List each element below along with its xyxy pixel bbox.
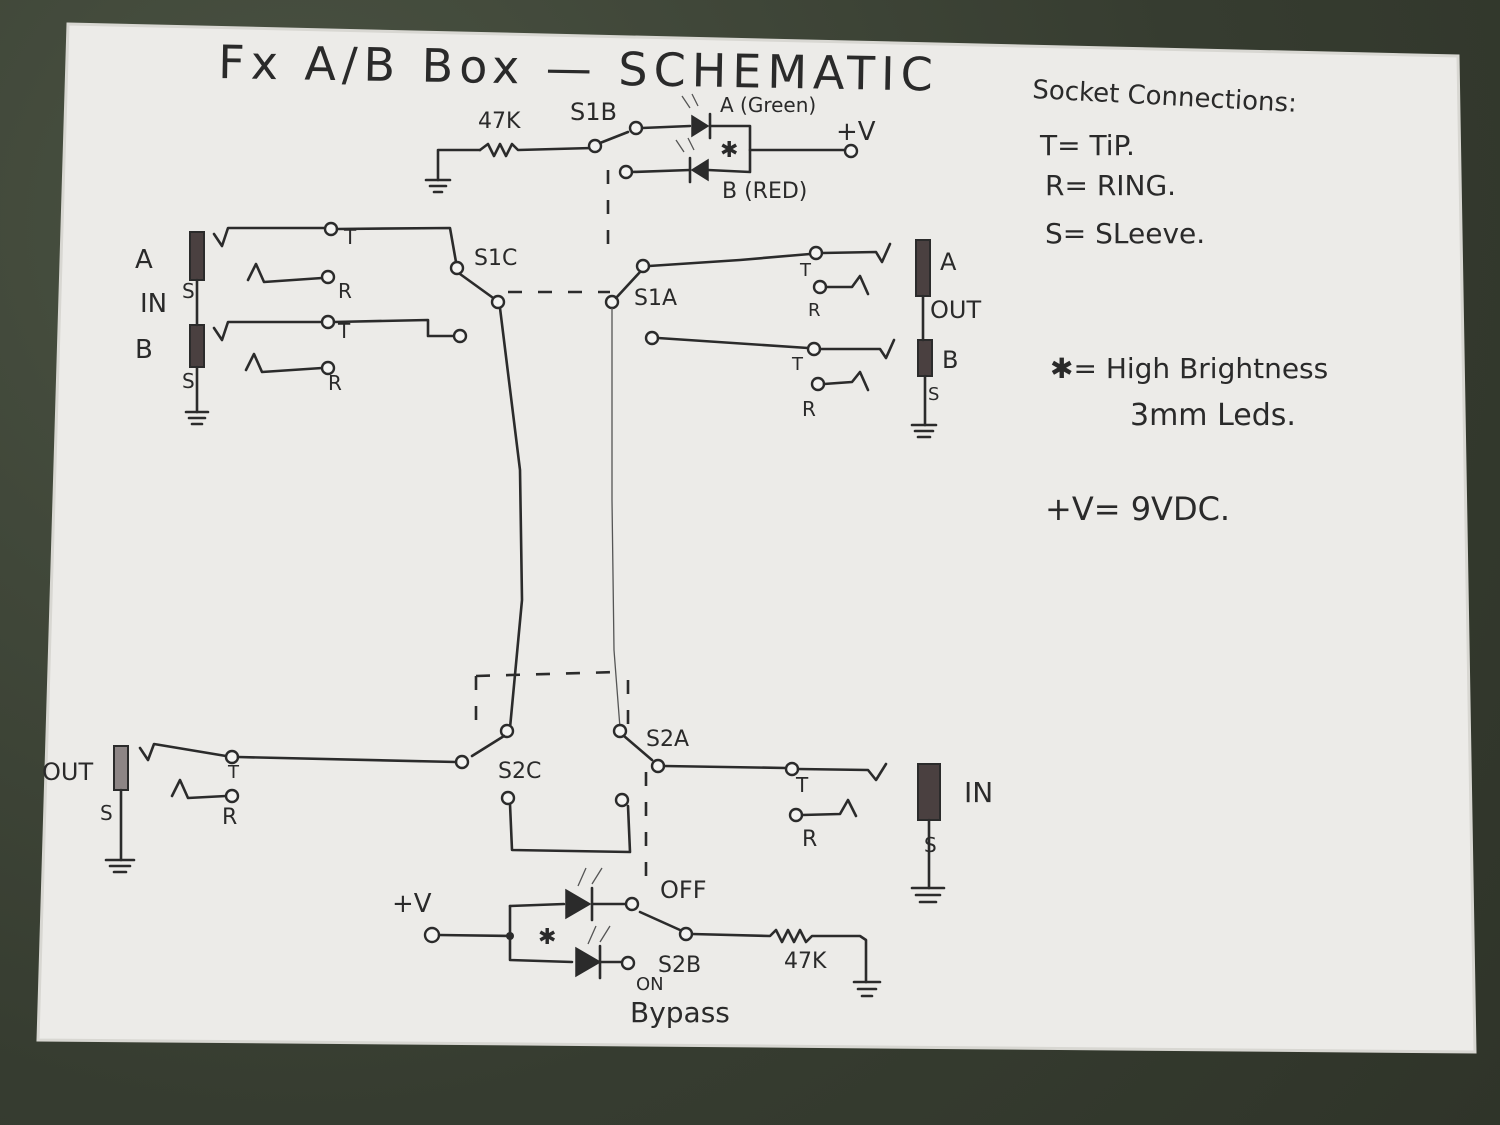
page-title: Fx A/B Box — SCHEMATIC [218, 35, 939, 102]
led-a-label: A (Green) [720, 93, 816, 117]
in-label: IN [140, 289, 167, 319]
resistor-bottom-label: 47K [784, 949, 827, 974]
bypass-in-tip-label: T [795, 773, 809, 797]
jack-bypass-in [917, 763, 941, 821]
resistor-47k-bottom [690, 928, 868, 984]
output-jacks: A OUT B S [910, 239, 981, 439]
switch-s1: S1C S1A T R T R [449, 242, 896, 421]
out-label: OUT [930, 296, 981, 324]
s1a-label: S1A [634, 286, 677, 311]
resistor-47k-top [478, 142, 594, 158]
legend: Socket Connections: T= TiP. R= RING. S= … [1032, 75, 1329, 528]
out-a-tip-label: T [799, 260, 812, 281]
bypass-in-sleeve: S [924, 833, 937, 857]
jack-out-a [915, 239, 931, 297]
legend-ring: R= RING. [1045, 169, 1176, 202]
wire-s1c-s2c [498, 306, 524, 730]
bypass-out-label: OUT [42, 758, 93, 786]
s1c-label: S1C [474, 246, 517, 271]
led-bypass-on [575, 946, 602, 978]
bypass-in-label: IN [964, 776, 993, 809]
out-a-ring-label: R [808, 300, 821, 321]
s1b-led-circuit: 47K S1B ✱ A (Green) B (RED) +V [424, 93, 876, 260]
bypass-out-tip-label: T [227, 762, 240, 783]
s1b-label: S1B [570, 98, 617, 126]
star-marker-top: ✱ [720, 138, 738, 163]
out-sleeve-label: S [928, 384, 939, 405]
bypass-out-jack: OUT S T R [42, 742, 458, 874]
wire-s1a-s2a [611, 308, 621, 729]
legend-voltage: +V= 9VDC. [1045, 490, 1230, 528]
legend-led-size: 3mm Leds. [1130, 398, 1296, 433]
jack-out-b [917, 339, 933, 377]
bypass-out-ring-label: R [222, 805, 237, 830]
led-bypass-off [565, 888, 592, 920]
star-marker-bottom: ✱ [538, 925, 556, 950]
bypass-in-ring-label: R [802, 827, 817, 852]
plus-v-bottom: +V [392, 889, 432, 919]
off-label: OFF [660, 876, 707, 904]
in-b-ring-label: R [328, 371, 342, 395]
out-b-ring-label: R [802, 397, 816, 421]
s2b-label: S2B [658, 953, 701, 978]
legend-sleeve: S= SLeeve. [1045, 217, 1205, 250]
led-b-label: B (RED) [722, 179, 807, 204]
in-b-sleeve: S [182, 369, 195, 393]
switch-s2: S2C S2A [454, 723, 689, 880]
resistor-top-label: 47K [478, 109, 521, 134]
s2b-led-circuit: +V ✱ OFF S2B ON Bypass 47K [392, 867, 882, 1029]
s2c-label: S2C [498, 759, 541, 784]
in-a-sleeve: S [182, 279, 195, 303]
in-b-tip-label: T [337, 319, 351, 343]
paper [38, 24, 1475, 1052]
in-b-label: B [135, 335, 153, 365]
jack-in-b [189, 324, 205, 368]
bypass-out-sleeve: S [100, 801, 113, 825]
out-b-tip-label: T [791, 354, 804, 375]
legend-led-note: ✱= High Brightness [1050, 352, 1328, 385]
bypass-label: Bypass [630, 996, 730, 1029]
input-jacks: A IN B S S T R T R [135, 221, 468, 426]
in-a-tip-label: T [343, 225, 357, 249]
in-a-ring-label: R [338, 279, 352, 303]
out-b-label: B [942, 346, 958, 374]
led-a-green [691, 114, 710, 138]
s2a-label: S2A [646, 727, 689, 752]
jack-bypass-out [113, 745, 129, 791]
plus-v-top: +V [836, 117, 876, 147]
on-label: ON [636, 974, 664, 995]
jack-in-a [189, 231, 205, 281]
in-a-label: A [135, 245, 153, 275]
out-a-label: A [940, 248, 957, 276]
bypass-in-jack: T R IN S [662, 761, 993, 904]
legend-tip: T= TiP. [1039, 129, 1135, 162]
